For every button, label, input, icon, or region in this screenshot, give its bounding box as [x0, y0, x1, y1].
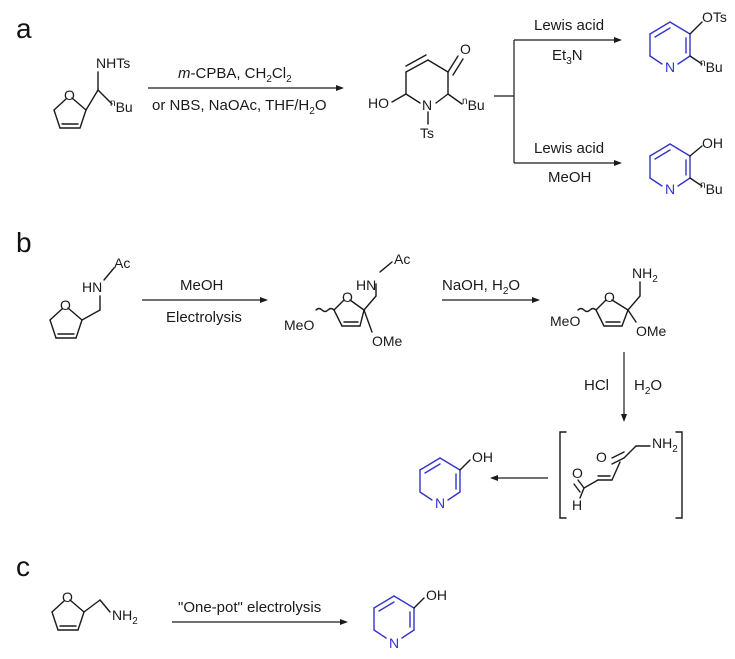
b-int2-nh2: NH2 [632, 265, 658, 285]
a-bu1: nBu [110, 98, 133, 115]
b-keto-o: O [596, 449, 607, 465]
a-top-n: N [665, 59, 675, 75]
a-ts: Ts [420, 125, 434, 141]
a-ketone-o: O [460, 41, 471, 57]
b-int2-meo: MeO [550, 313, 580, 329]
b-hn: HN [82, 279, 102, 295]
b-int1-meo: MeO [284, 317, 314, 333]
a-starting-furan: O NHTs nBu [53, 55, 133, 129]
b-product-n: N [435, 495, 445, 511]
a-top-ots: OTs [702, 9, 727, 25]
b-bracket-right [675, 431, 683, 519]
b-ald-h: H [572, 497, 582, 513]
b-arrow-4-head [490, 475, 498, 481]
a-furan-o: O [64, 87, 75, 103]
b-int1-hn: HN [356, 277, 376, 293]
b-arrow-1-head [260, 297, 268, 303]
a-bu2: nBu [462, 96, 485, 113]
panel-label-b: b [16, 227, 32, 258]
c-furan-o: O [62, 589, 73, 605]
b-arrow-2-head [532, 297, 540, 303]
c-product-oh: OH [426, 587, 447, 603]
a-arrow-top-head [614, 37, 622, 43]
b-ac: Ac [114, 255, 130, 271]
a-ring-n: N [422, 97, 432, 113]
a-arrow-1-head [336, 85, 344, 91]
a-reagent-top-line1: Lewis acid [534, 17, 604, 34]
b-furan-o: O [60, 297, 71, 313]
panel-label-a: a [16, 13, 32, 44]
a-reagent-bottom-line2: MeOH [548, 169, 591, 186]
a-reagent-1-line1: m-CPBA, CH2Cl2 [178, 65, 292, 85]
b-int2-ome: OMe [636, 323, 667, 339]
b-product-oh: OH [472, 449, 493, 465]
b-keto-nh2: NH2 [652, 435, 678, 455]
c-arrow-head [340, 619, 348, 625]
b-dimethoxy-acetamide: O MeO OMe HN Ac [284, 251, 410, 349]
a-nhts: NHTs [96, 55, 130, 71]
b-int1-ac: Ac [394, 251, 410, 267]
a-top-bu: nBu [700, 58, 723, 75]
b-int1-ome: OMe [372, 333, 403, 349]
c-product-hydroxypyridine: N OH [373, 587, 447, 651]
b-reagent-3-h2o: H2O [634, 377, 662, 397]
a-reagent-1-line2: or NBS, NaOAc, THF/H2O [152, 97, 327, 117]
b-ald-o: O [572, 465, 583, 481]
a-reagent-top-line2: Et23N [552, 47, 583, 67]
b-reagent-3-hcl: HCl [584, 377, 609, 394]
panel-label-c: c [16, 551, 30, 582]
c-product-n: N [389, 635, 399, 651]
a-product-otss: N OTs nBu [649, 9, 727, 75]
a-product-oh: N OH nBu [649, 135, 723, 197]
c-reagent: "One-pot" electrolysis [178, 599, 321, 616]
b-arrow-3-head [621, 414, 627, 422]
b-reagent-1-line2: Electrolysis [166, 309, 242, 326]
a-bottom-n: N [665, 181, 675, 197]
c-nh2: NH2 [112, 607, 138, 627]
b-bracket-left [559, 431, 567, 519]
a-arrow-bottom-head [614, 160, 622, 166]
b-dimethoxy-amine: O MeO OMe NH2 [550, 265, 667, 339]
b-starting-acetamide: O HN Ac [49, 255, 130, 339]
b-product-hydroxypyridine: N OH [419, 449, 493, 511]
b-reagent-1-line1: MeOH [180, 277, 223, 294]
b-int1-ring-o: O [342, 289, 353, 305]
a-dihydropyridinone: O N Ts HO nBu [368, 41, 485, 141]
b-ketoaldehyde: O NH2 O H [572, 435, 678, 513]
a-reagent-bottom-line1: Lewis acid [534, 140, 604, 157]
b-int2-ring-o: O [604, 289, 615, 305]
b-reagent-2: NaOH, H2O [442, 277, 520, 297]
a-bottom-bu: nBu [700, 180, 723, 197]
c-starting-furfurylamine: O NH2 [51, 589, 138, 631]
a-ho: HO [368, 95, 389, 111]
a-bottom-oh: OH [702, 135, 723, 151]
